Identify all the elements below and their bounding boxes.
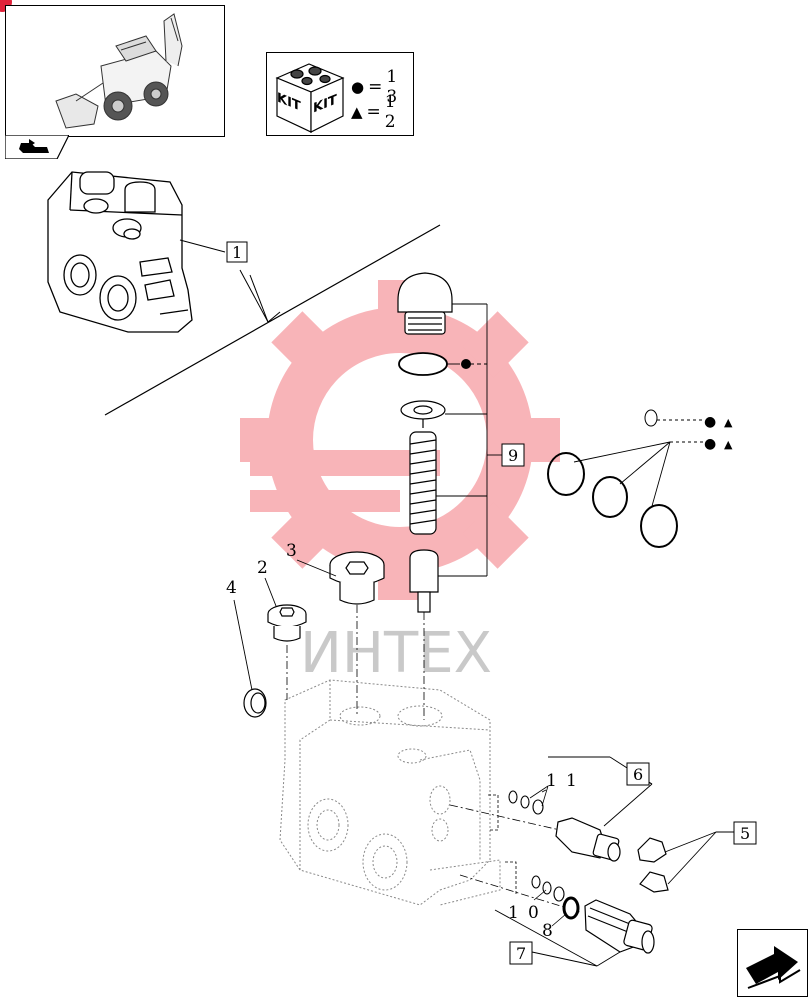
callout-11-b: 1 bbox=[566, 771, 577, 791]
equals-sign: = bbox=[366, 102, 381, 122]
callout-7: 7 bbox=[516, 944, 526, 963]
oring-triangle-marker-1: ▲ bbox=[724, 416, 733, 429]
kit-row-triangle: ▲ = 1 2 bbox=[351, 92, 413, 132]
part-6-check-valve-cartridge[interactable] bbox=[555, 817, 621, 862]
watermark-text: ИНТЕХ bbox=[300, 621, 492, 686]
callout-4: 4 bbox=[226, 578, 237, 598]
part-4-plug[interactable] bbox=[243, 688, 267, 718]
oring-triangle-marker-2: ▲ bbox=[724, 438, 733, 451]
callout-9: 9 bbox=[508, 446, 518, 465]
valve-body-ghost bbox=[279, 679, 501, 906]
callout-6: 6 bbox=[633, 765, 643, 784]
machine-thumbnail[interactable] bbox=[5, 5, 225, 137]
callout-box-9 bbox=[501, 443, 525, 467]
part-3-plug[interactable] bbox=[329, 551, 385, 605]
callout-box-1 bbox=[226, 241, 248, 263]
callout-box-6 bbox=[626, 762, 650, 786]
callout-2: 2 bbox=[257, 558, 268, 578]
callout-1: 1 bbox=[232, 243, 242, 262]
o-ring-set[interactable] bbox=[547, 409, 678, 548]
next-page-arrow-icon bbox=[746, 946, 801, 989]
kit-legend: KIT KIT ● = 1 3 ▲ = 1 2 bbox=[266, 52, 414, 136]
next-page-button[interactable] bbox=[737, 929, 808, 997]
callout-box-5 bbox=[733, 821, 757, 845]
backhoe-loader-icon bbox=[55, 13, 183, 129]
callout-box-7 bbox=[509, 941, 533, 965]
part-1-valve-section[interactable] bbox=[47, 171, 193, 333]
kit-box-icon bbox=[275, 63, 345, 133]
filled-triangle-icon: ▲ bbox=[351, 103, 363, 121]
oring-circle-marker-1: ● bbox=[704, 414, 716, 430]
callout-11-a: 1 bbox=[546, 771, 557, 791]
kit-circle-value: 1 3 bbox=[386, 67, 402, 107]
seal-kit-marker-icon bbox=[461, 359, 471, 369]
part-2-plug[interactable] bbox=[267, 604, 307, 642]
equals-sign: = bbox=[368, 77, 383, 97]
callout-8: 8 bbox=[542, 921, 553, 941]
part-9-relief-valve-kit[interactable] bbox=[397, 272, 453, 613]
callout-10-a: 1 bbox=[508, 903, 519, 923]
part-8-washer[interactable] bbox=[562, 896, 580, 920]
kit-row-circle: ● = 1 3 bbox=[351, 67, 413, 107]
filled-circle-icon: ● bbox=[351, 78, 365, 96]
part-7-relief-cartridge[interactable] bbox=[584, 899, 655, 954]
oring-circle-marker-2: ● bbox=[704, 436, 716, 452]
callout-5: 5 bbox=[740, 824, 750, 843]
kit-triangle-value: 1 2 bbox=[384, 92, 400, 132]
callout-10-b: 0 bbox=[528, 903, 539, 923]
callout-3: 3 bbox=[286, 541, 297, 561]
part-10-seal-rings[interactable] bbox=[531, 875, 565, 902]
part-11-seal-rings[interactable] bbox=[508, 790, 544, 815]
vehicle-arrow-icon[interactable] bbox=[4, 134, 70, 160]
part-5-retaining-clips[interactable] bbox=[637, 837, 669, 893]
